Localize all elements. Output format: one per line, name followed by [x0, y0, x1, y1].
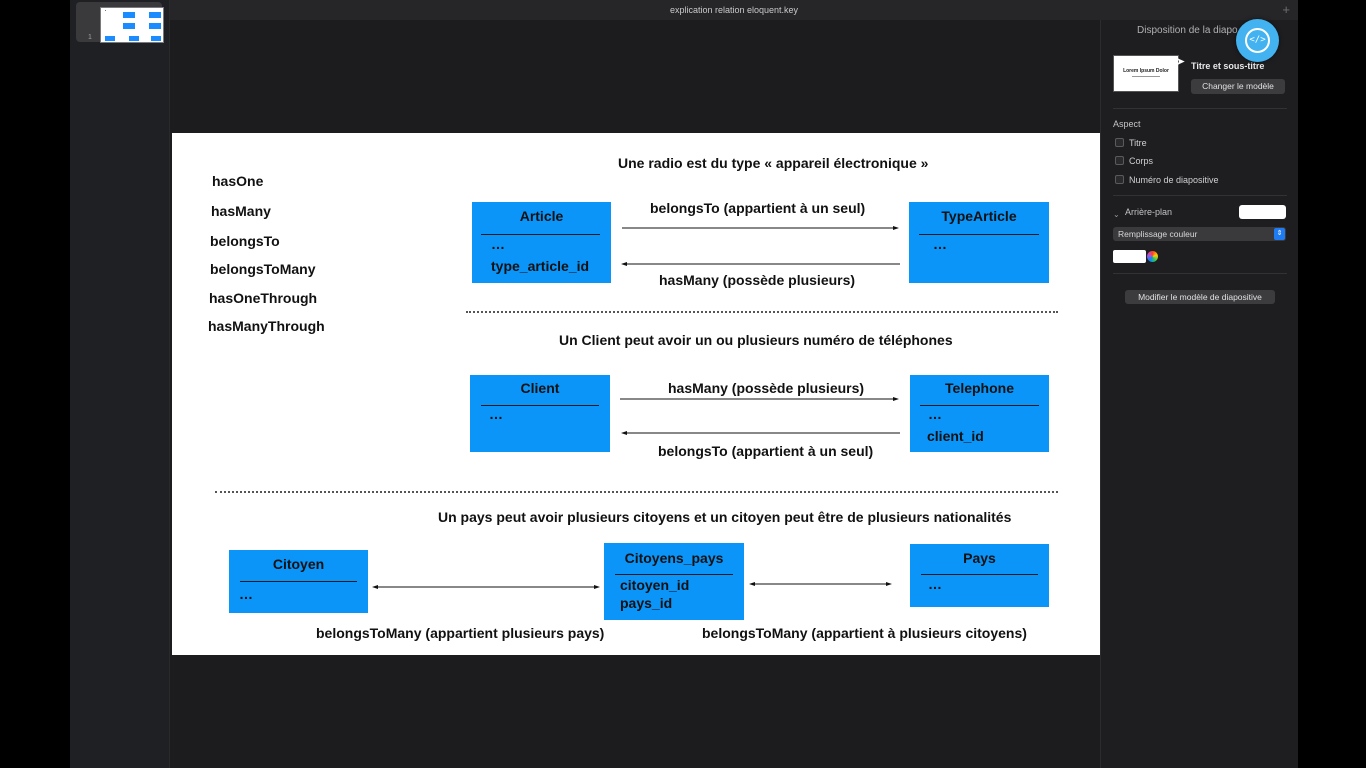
relation-label-bottom: belongsTo (appartient à un seul)	[658, 443, 874, 459]
relation-item: hasOne	[212, 173, 264, 189]
slide-canvas: hasOne hasMany belongsTo belongsToMany h…	[170, 20, 1100, 768]
title-checkbox[interactable]	[1115, 138, 1124, 147]
entity-field: …	[928, 576, 942, 592]
layout-thumbnail-subtitle-line	[1132, 76, 1160, 77]
chevron-down-icon[interactable]: ⌄	[1113, 210, 1120, 219]
slide-thumbnail-selected[interactable]: 1	[76, 2, 164, 43]
divider	[1113, 108, 1287, 109]
floating-code-button[interactable]: </>	[1236, 19, 1279, 62]
layout-thumbnail-text: Lorem Ipsum Dolor	[1123, 68, 1169, 74]
section-2-heading: Un Client peut avoir un ou plusieurs num…	[559, 332, 953, 348]
edit-slide-layout-button[interactable]: Modifier le modèle de diapositive	[1125, 290, 1275, 304]
divider	[1113, 273, 1287, 274]
section-1-heading: Une radio est du type « appareil électro…	[618, 155, 929, 171]
slide-number-checkbox[interactable]	[1115, 175, 1124, 184]
color-wheel-icon[interactable]	[1147, 251, 1158, 262]
body-checkbox-label: Corps	[1129, 156, 1154, 166]
section-3-heading: Un pays peut avoir plusieurs citoyens et…	[438, 509, 1012, 525]
keynote-window: 1 explication relation eloquent.key + ha…	[70, 0, 1298, 768]
entity-field: …	[491, 236, 505, 252]
entity-title: Article	[519, 208, 564, 224]
entity-field: …	[928, 406, 942, 422]
new-tab-button[interactable]: +	[1282, 2, 1290, 17]
entity-title: Citoyens_pays	[624, 550, 724, 566]
entity-title: TypeArticle	[941, 208, 1017, 224]
client-entity-box: Client …	[470, 375, 610, 452]
section-1-arrows	[621, 226, 900, 266]
background-section-label: Arrière-plan	[1125, 207, 1173, 217]
entity-field: type_article_id	[491, 258, 590, 274]
entity-field: …	[489, 406, 503, 422]
relation-label-bottom: hasMany (possède plusieurs)	[659, 272, 856, 288]
entity-divider	[920, 405, 1039, 406]
background-color-swatch[interactable]	[1239, 205, 1286, 219]
layout-thumbnail[interactable]: Lorem Ipsum Dolor	[1113, 55, 1179, 92]
article-entity-box: Article … type_article_id	[472, 202, 611, 283]
entity-divider	[240, 581, 357, 582]
relation-item: belongsTo	[210, 233, 280, 249]
relation-label-top: hasMany (possède plusieurs)	[668, 380, 865, 396]
entity-field: …	[933, 236, 947, 252]
relation-label-top: belongsTo (appartient à un seul)	[650, 200, 866, 216]
divider	[1113, 195, 1287, 196]
entity-field: citoyen_id	[620, 577, 690, 593]
telephone-entity-box: Telephone … client_id	[910, 375, 1049, 452]
title-checkbox-label: Titre	[1129, 138, 1147, 148]
section-3-arrows	[372, 582, 892, 589]
relation-item: belongsToMany	[210, 261, 316, 277]
title-bar: explication relation eloquent.key +	[170, 0, 1298, 20]
entity-divider	[921, 574, 1038, 575]
typearticle-entity-box: TypeArticle …	[909, 202, 1049, 283]
entity-field: …	[239, 586, 253, 602]
entity-title: Pays	[963, 550, 996, 566]
citoyen-entity-box: Citoyen …	[229, 550, 368, 613]
color-well[interactable]	[1113, 250, 1146, 263]
window-title: explication relation eloquent.key	[669, 5, 799, 15]
format-inspector: Disposition de la diapo Lorem Ipsum Dolo…	[1100, 20, 1298, 768]
slide-number: 1	[88, 34, 92, 41]
relation-label-left: belongsToMany (appartient plusieurs pays…	[316, 625, 605, 641]
change-layout-button[interactable]: Changer le modèle	[1191, 79, 1285, 94]
select-arrows-icon: ⇕	[1274, 228, 1285, 240]
layout-name: Titre et sous-titre	[1191, 61, 1265, 71]
entity-field: pays_id	[620, 595, 673, 611]
relation-item: hasManyThrough	[208, 318, 325, 334]
entity-title: Citoyen	[272, 556, 325, 572]
relation-label-right: belongsToMany (appartient à plusieurs ci…	[702, 625, 1027, 641]
inspector-title: Disposition de la diapo	[1137, 25, 1238, 36]
slide[interactable]: hasOne hasMany belongsTo belongsToMany h…	[172, 133, 1100, 655]
relation-item: hasOneThrough	[209, 290, 318, 306]
pays-entity-box: Pays …	[910, 544, 1049, 607]
entity-divider	[481, 234, 600, 235]
body-checkbox[interactable]	[1115, 156, 1124, 165]
slide-navigator: 1	[70, 0, 170, 768]
fill-type-value: Remplissage couleur	[1118, 229, 1198, 239]
section-2-arrows	[620, 397, 900, 435]
entity-divider	[481, 405, 599, 406]
citoyens-pays-entity-box: Citoyens_pays citoyen_id pays_id	[604, 543, 744, 620]
entity-divider	[919, 234, 1039, 235]
entity-title: Client	[520, 380, 560, 396]
section-separator	[466, 311, 1058, 313]
appearance-section-label: Aspect	[1113, 119, 1141, 129]
slide-thumbnail[interactable]	[100, 7, 164, 43]
entity-title: Telephone	[945, 380, 1014, 396]
section-separator	[215, 491, 1058, 493]
fill-type-select[interactable]: Remplissage couleur ⇕	[1113, 227, 1286, 241]
entity-field: client_id	[927, 428, 984, 444]
entity-divider	[615, 574, 733, 575]
relation-item: hasMany	[211, 203, 271, 219]
code-icon: </>	[1245, 28, 1270, 53]
mouse-cursor-icon: ➤	[1176, 56, 1186, 68]
slide-number-checkbox-label: Numéro de diapositive	[1129, 175, 1219, 185]
